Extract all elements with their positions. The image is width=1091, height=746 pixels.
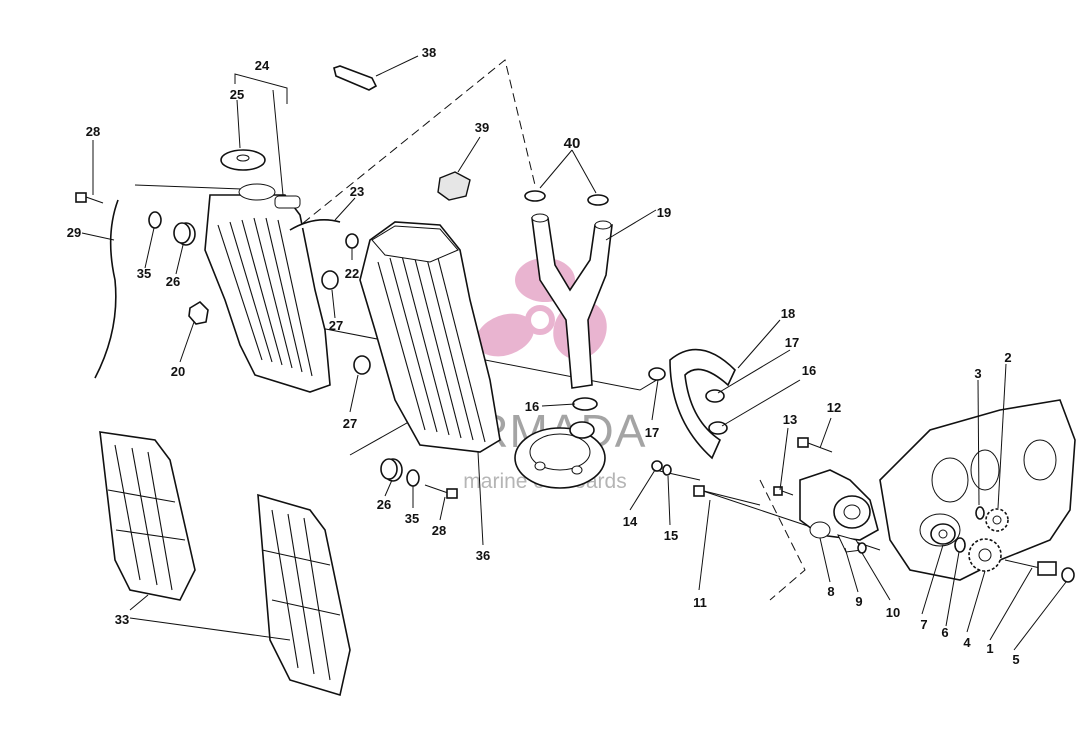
- gear-4: [968, 538, 1002, 572]
- pump-housing: [799, 469, 879, 541]
- washer-lower: [406, 469, 420, 487]
- callout-26-lower: 26: [377, 497, 391, 512]
- callout-35-lower: 35: [405, 511, 419, 526]
- callout-17-left: 17: [645, 425, 659, 440]
- callout-2: 2: [1004, 350, 1011, 365]
- washer-left: [148, 211, 162, 229]
- callout-22-upper: 22: [345, 266, 359, 281]
- callout-16-head: 16: [525, 399, 539, 414]
- bolt-lower: [424, 484, 458, 499]
- nut-20: [188, 300, 209, 325]
- callout-27-lower: 27: [343, 416, 357, 431]
- callout-12: 12: [827, 400, 841, 415]
- hose-clamp-22: [345, 233, 359, 249]
- callout-6: 6: [941, 625, 948, 640]
- callout-28-left: 28: [86, 124, 100, 139]
- callout-10: 10: [886, 605, 900, 620]
- callout-14: 14: [623, 514, 638, 529]
- clamp-40-right: [587, 194, 609, 206]
- leader-lines: [81, 55, 1067, 651]
- callout-labels: 1 2 3 4 5 6 7 8 9 10 11 12 13 14 15 16 1…: [67, 45, 1020, 667]
- callout-16-right: 16: [802, 363, 816, 378]
- cylinder-head: [514, 421, 606, 489]
- screw-13: [773, 486, 794, 496]
- callout-1: 1: [986, 641, 993, 656]
- louvre-panel-left: [99, 431, 196, 601]
- bolt-left: [75, 192, 104, 204]
- crankcase-cover: [879, 399, 1076, 581]
- callout-27-upper: 27: [329, 318, 343, 333]
- shaft-1: [1004, 559, 1057, 576]
- callout-25: 25: [230, 87, 244, 102]
- callout-39: 39: [475, 120, 489, 135]
- clamp-16-right: [708, 421, 728, 435]
- y-hose: [531, 213, 613, 389]
- washer-15: [662, 464, 672, 476]
- louvre-panel-right: [257, 493, 351, 697]
- pin-10: [857, 542, 867, 554]
- bolt-12: [797, 437, 833, 453]
- clamp-17-left: [648, 367, 666, 381]
- long-bolt: [693, 485, 761, 506]
- propeller-logo-icon: [475, 258, 607, 360]
- nut-14: [651, 460, 663, 472]
- callout-29: 29: [67, 225, 81, 240]
- callout-7: 7: [920, 617, 927, 632]
- washer-3: [975, 506, 985, 520]
- callout-4: 4: [963, 635, 971, 650]
- callout-19: 19: [657, 205, 671, 220]
- callout-23: 23: [350, 184, 364, 199]
- callout-15: 15: [664, 528, 678, 543]
- callout-24: 24: [255, 58, 270, 73]
- gear-2: [985, 508, 1009, 532]
- callout-17-right: 17: [785, 335, 799, 350]
- callout-5: 5: [1012, 652, 1019, 667]
- washer-6: [954, 537, 966, 553]
- callout-8: 8: [827, 584, 834, 599]
- curved-hose: [669, 348, 736, 460]
- right-radiator: [359, 221, 501, 453]
- grommet-lower: [380, 458, 403, 482]
- callout-13: 13: [783, 412, 797, 427]
- grommet-27-upper: [321, 270, 339, 290]
- grommet-left: [173, 222, 196, 246]
- callout-11: 11: [693, 595, 707, 610]
- nut-5: [1061, 567, 1075, 583]
- callout-33: 33: [115, 612, 129, 627]
- callout-38: 38: [422, 45, 436, 60]
- callout-28-lower: 28: [432, 523, 446, 538]
- callout-35-left: 35: [137, 266, 151, 281]
- plug-39: [437, 171, 471, 201]
- impeller-7: [930, 523, 956, 545]
- grommet-27-lower: [353, 355, 371, 375]
- bracket-38: [333, 65, 378, 91]
- left-radiator: [204, 183, 331, 393]
- clamp-17-right: [705, 389, 725, 403]
- callout-20: 20: [171, 364, 185, 379]
- callout-9: 9: [855, 594, 862, 609]
- clamp-40-left: [524, 190, 546, 202]
- callout-3: 3: [974, 366, 981, 381]
- callout-36: 36: [476, 548, 490, 563]
- callout-18: 18: [781, 306, 795, 321]
- radiator-cap: [220, 149, 266, 171]
- clamp-16-head: [572, 397, 598, 411]
- callout-26-left: 26: [166, 274, 180, 289]
- callout-40: 40: [564, 135, 581, 152]
